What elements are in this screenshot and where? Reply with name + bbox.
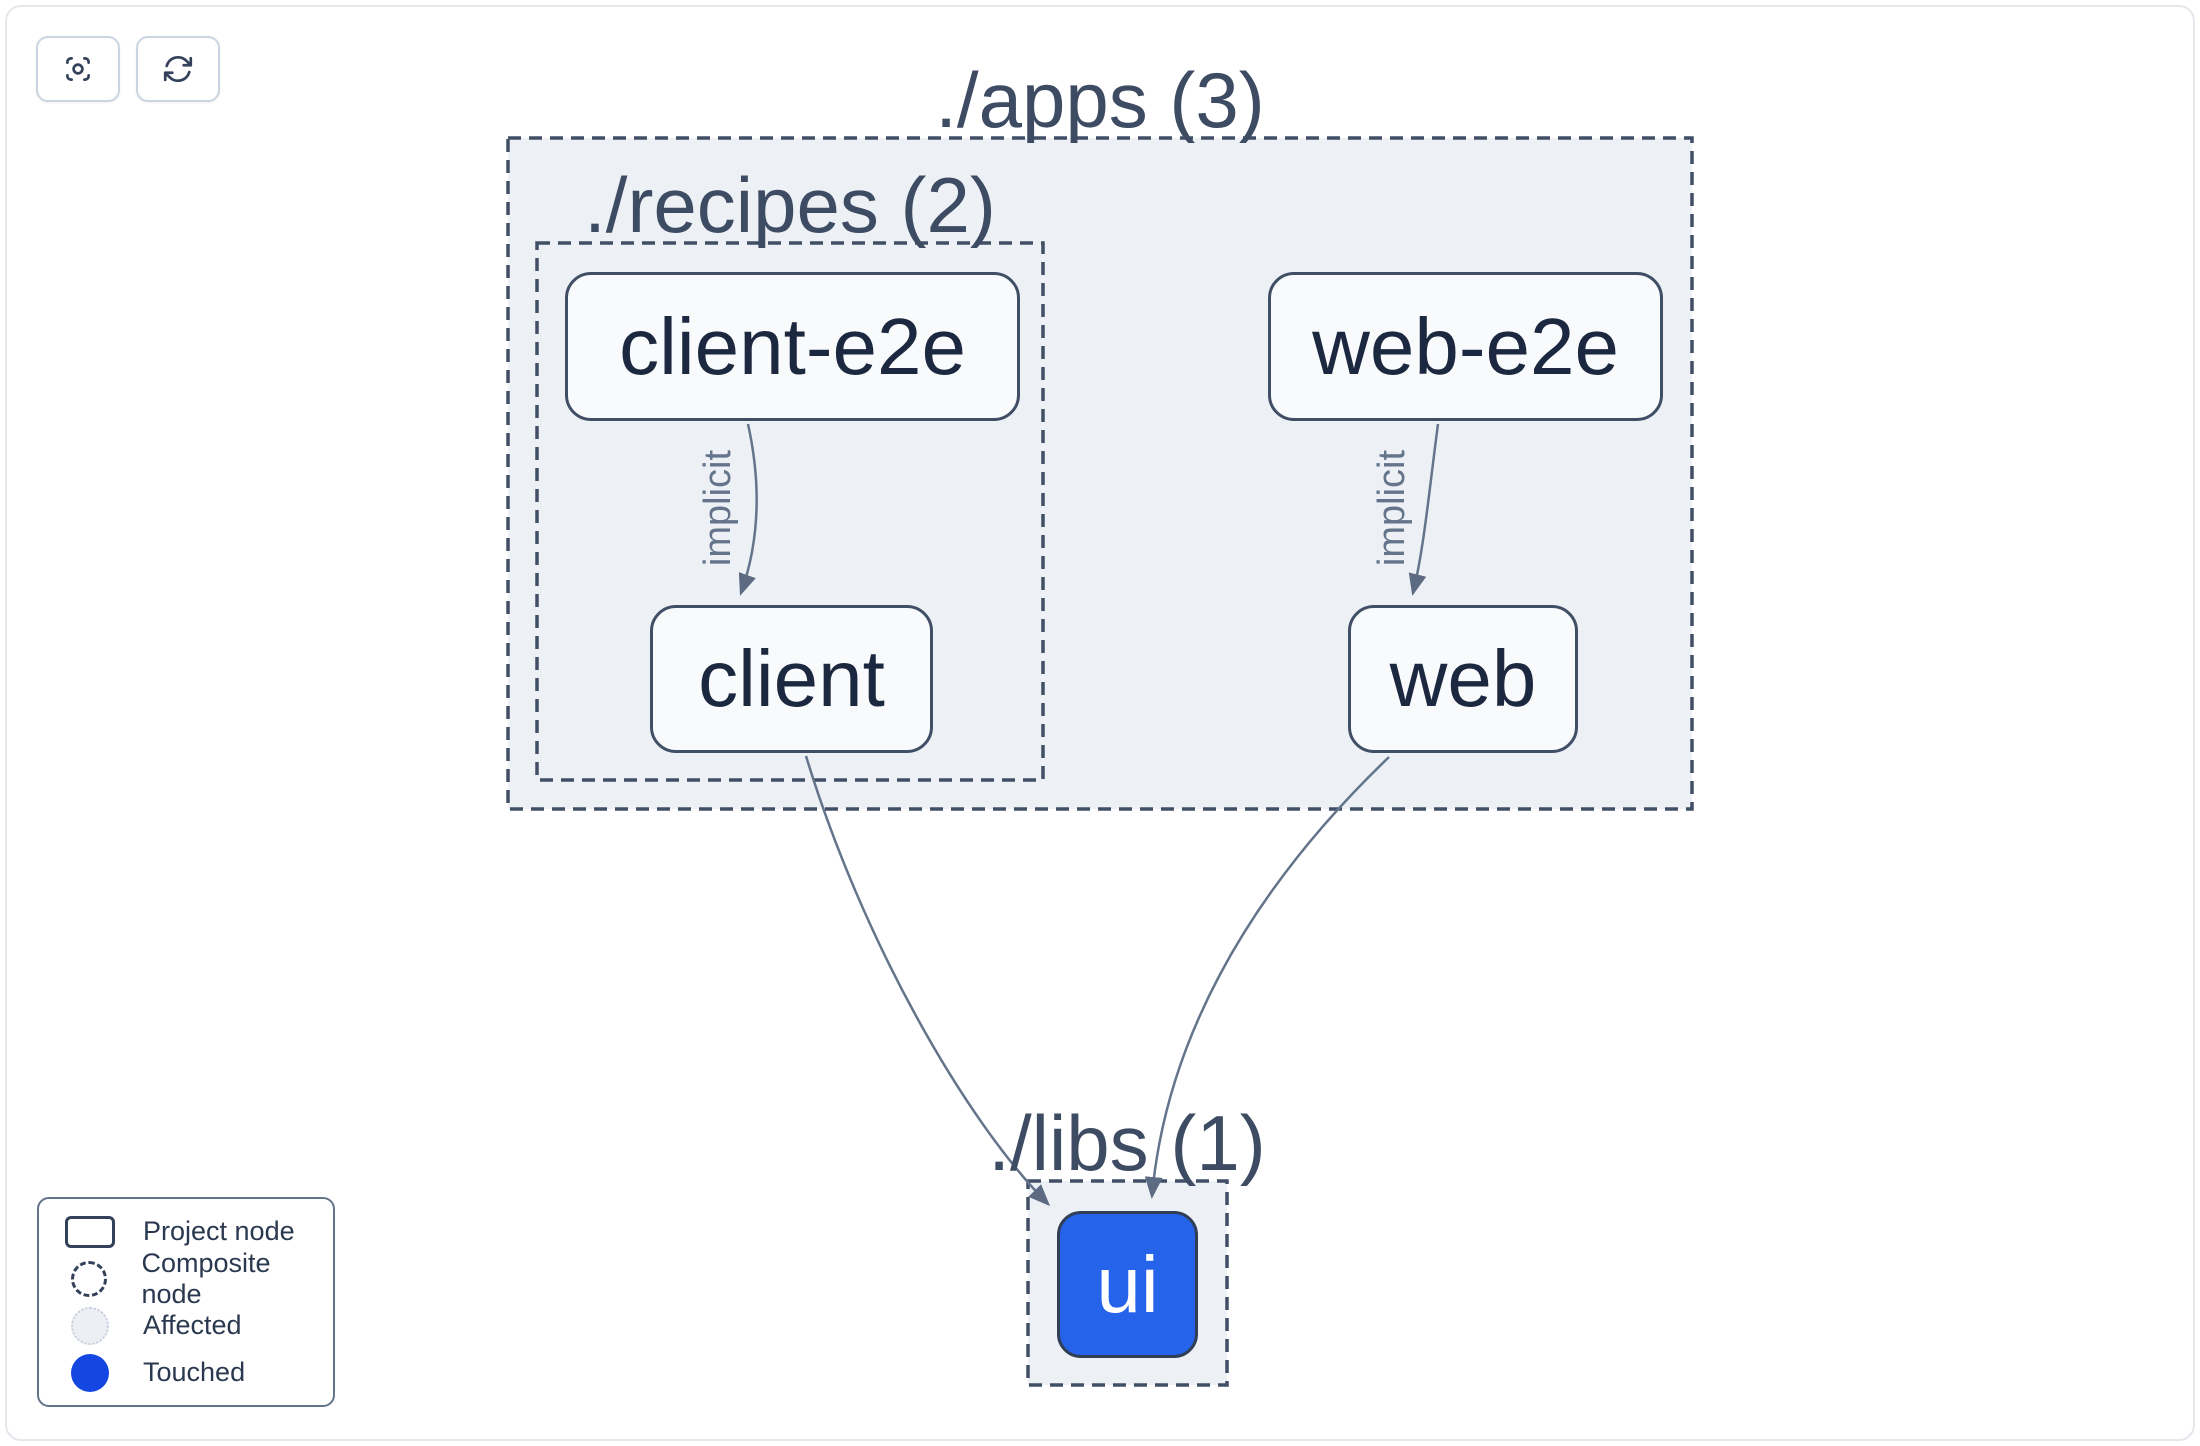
refresh-graph-button[interactable] [136,36,220,102]
edge-label-implicit-right: implicit [1371,449,1413,567]
legend-label: Composite node [141,1247,271,1309]
center-graph-button[interactable] [36,36,120,102]
refresh-icon [163,56,193,82]
edge-label-implicit-left: implicit [697,449,739,567]
project-node-swatch [65,1215,115,1248]
edge-client-e2e-to-client [738,423,758,596]
legend-row-composite-node: Composite node [39,1248,333,1309]
legend-row-touched: Touched [39,1349,333,1396]
group-label-libs: ./libs (1) [988,1099,1266,1187]
edge-web-e2e-to-web [1408,423,1440,596]
touched-swatch [71,1353,109,1392]
node-label: client [698,634,885,723]
affected-swatch [71,1306,109,1345]
legend-row-project-node: Project node [39,1208,333,1255]
legend-label: Project node [143,1216,295,1246]
node-web-e2e[interactable]: web-e2e [1268,272,1663,421]
node-ui[interactable]: ui [1057,1211,1198,1358]
legend: Project node Composite node Affected Tou… [37,1197,335,1407]
node-web[interactable]: web [1348,605,1578,753]
focus-icon [66,57,90,81]
group-label-apps: ./apps (3) [935,56,1265,144]
edge-client-to-ui [804,755,1051,1207]
node-client-e2e[interactable]: client-e2e [565,272,1020,421]
edge-web-to-ui [1144,756,1390,1199]
node-label: web-e2e [1312,301,1619,391]
node-client[interactable]: client [650,605,933,753]
composite-node-swatch [71,1260,108,1297]
node-label: client-e2e [619,301,966,391]
group-label-recipes: ./recipes (2) [584,161,996,249]
node-label: web [1389,634,1537,723]
legend-label: Touched [143,1357,246,1387]
legend-row-affected: Affected [39,1302,333,1349]
legend-label: Affected [143,1310,242,1340]
node-label: ui [1096,1239,1159,1329]
